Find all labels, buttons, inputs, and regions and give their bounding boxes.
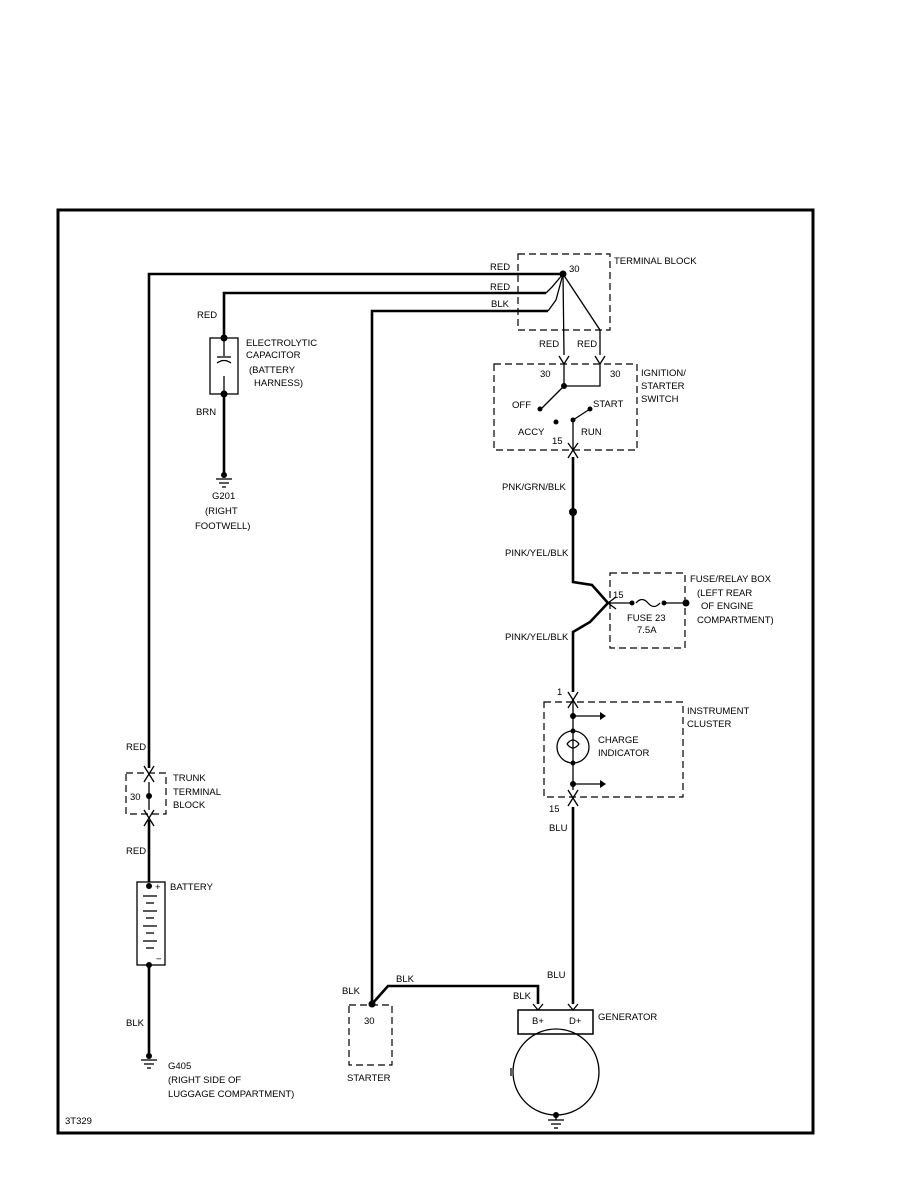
- trunk-label-3: BLOCK: [173, 800, 206, 811]
- wire-label-blu-2: BLU: [547, 970, 566, 981]
- capacitor-label-1: ELECTROLYTIC: [246, 338, 317, 349]
- switch-pin-30-left: 30: [540, 369, 551, 380]
- electrolytic-capacitor: ELECTROLYTIC CAPACITOR (BATTERY HARNESS): [209, 334, 317, 398]
- terminal-block-pin: 30: [569, 264, 580, 275]
- wire-blk-starter: [370, 309, 548, 1004]
- g405-label-2: (RIGHT SIDE OF: [168, 1075, 241, 1086]
- trunk-pin-30: 30: [130, 792, 141, 803]
- generator-pin-d: D+: [569, 1016, 582, 1027]
- wire-pink-yel-blk-1: [571, 512, 609, 604]
- g201-label-2: (RIGHT: [205, 506, 238, 517]
- trunk-label-1: TRUNK: [173, 773, 206, 784]
- starter-pin-30: 30: [364, 1016, 375, 1027]
- switch-pos-off: OFF: [512, 400, 531, 411]
- charge-indicator-label-1: CHARGE: [598, 735, 639, 746]
- wire-red-capacitor-kink: [545, 273, 564, 294]
- diagram-frame: [56, 208, 815, 1135]
- ground-g201: G201 (RIGHT FOOTWELL): [195, 472, 250, 532]
- wire-label-red1: RED: [490, 262, 510, 273]
- wire-red-sw-a: [562, 273, 565, 356]
- cluster-pin-1: 1: [557, 687, 562, 698]
- battery-minus: −: [156, 954, 162, 965]
- battery: + − BATTERY: [136, 881, 214, 968]
- wire-label-blk-top: BLK: [491, 299, 510, 310]
- switch-label-3: SWITCH: [641, 394, 679, 405]
- wires: [147, 272, 609, 1056]
- switch-label-1: IGNITION/: [641, 368, 686, 379]
- wire-label-red2: RED: [490, 282, 510, 293]
- g201-label-1: G201: [212, 491, 235, 502]
- switch-pin-15: 15: [552, 436, 563, 447]
- fuse-relay-box: 15 FUSE 23 7.5A FUSE/RELAY BOX (LEFT REA…: [606, 572, 774, 649]
- generator-pin-b: B+: [532, 1016, 544, 1027]
- g201-label-3: FOOTWELL): [195, 521, 250, 532]
- battery-label: BATTERY: [170, 882, 214, 893]
- switch-pos-start: START: [593, 399, 623, 410]
- wire-label-blk-starter-a: BLK: [342, 986, 361, 997]
- wire-red-capacitor: [222, 291, 546, 338]
- splice-dot: [569, 508, 577, 516]
- wire-label-pnk-grn-blk: PNK/GRN/BLK: [502, 482, 567, 493]
- wire-label-pink-yel-blk-2: PINK/YEL/BLK: [505, 632, 569, 643]
- wire-label-red-trunk-bottom: RED: [126, 846, 146, 857]
- switch-pos-accy: ACCY: [518, 427, 545, 438]
- capacitor-label-2: CAPACITOR: [246, 350, 301, 361]
- wire-label-brn: BRN: [196, 407, 216, 418]
- g405-label-1: G405: [168, 1061, 191, 1072]
- fuse-pin-15: 15: [613, 590, 624, 601]
- instrument-cluster: 1 15 CHARGE INDICATOR INSTRUMENT CLUSTER: [543, 687, 749, 815]
- g405-label-3: LUGGAGE COMPARTMENT): [168, 1089, 294, 1100]
- cluster-label-1: INSTRUMENT: [687, 706, 749, 717]
- wire-label-red-trunk-top: RED: [126, 742, 146, 753]
- cluster-pin-15: 15: [549, 804, 560, 815]
- switch-pin-30-right: 30: [610, 369, 621, 380]
- wire-red-trunk: [147, 272, 563, 768]
- trunk-terminal-block: 30 TRUNK TERMINAL BLOCK: [125, 765, 221, 827]
- wire-label-red-sw-a: RED: [539, 339, 559, 350]
- switch-label-2: STARTER: [641, 381, 685, 392]
- fuse-rating-1: FUSE 23: [627, 613, 666, 624]
- generator-label: GENERATOR: [598, 1012, 657, 1023]
- wire-label-blu-1: BLU: [549, 823, 568, 834]
- wire-blk-gen: [371, 984, 540, 1005]
- terminal-block: 30 TERMINAL BLOCK: [517, 253, 697, 331]
- wire-label-pink-yel-blk-1: PINK/YEL/BLK: [505, 548, 569, 559]
- generator: B+ D+ GENERATOR: [510, 1003, 657, 1129]
- fuse-box-label-4: COMPARTMENT): [697, 615, 774, 626]
- switch-pos-run: RUN: [581, 427, 602, 438]
- wire-blk-kink: [547, 273, 564, 312]
- cluster-label-2: CLUSTER: [687, 719, 731, 730]
- capacitor-label-4: HARNESS): [254, 378, 303, 389]
- figure-id: 3T329: [65, 1116, 92, 1127]
- fuse-box-label-3: OF ENGINE: [701, 601, 753, 612]
- wire-label-red-cap: RED: [197, 310, 217, 321]
- ignition-starter-switch: 30 30 OFF START ACCY RUN 15 IGNITION/ ST…: [493, 355, 686, 459]
- charge-indicator-label-2: INDICATOR: [598, 748, 650, 759]
- starter-label: STARTER: [347, 1073, 391, 1084]
- fuse-rating-2: 7.5A: [637, 625, 657, 636]
- fuse-box-label-1: FUSE/RELAY BOX: [690, 574, 772, 585]
- wire-label-blk-gen: BLK: [513, 991, 532, 1002]
- wire-label-blk-batt: BLK: [126, 1018, 145, 1029]
- starter: 30 STARTER: [347, 1000, 393, 1084]
- trunk-label-2: TERMINAL: [173, 787, 221, 798]
- ground-g405: G405 (RIGHT SIDE OF LUGGAGE COMPARTMENT): [141, 1053, 294, 1100]
- wire-pink-yel-blk-2: [571, 602, 609, 692]
- capacitor-label-3: (BATTERY: [249, 365, 296, 376]
- terminal-block-label: TERMINAL BLOCK: [614, 256, 697, 267]
- fuse-box-label-2: (LEFT REAR: [697, 588, 752, 599]
- battery-plus: +: [155, 882, 161, 893]
- wire-label-blk-starter-b: BLK: [396, 974, 415, 985]
- wire-label-red-sw-b: RED: [577, 339, 597, 350]
